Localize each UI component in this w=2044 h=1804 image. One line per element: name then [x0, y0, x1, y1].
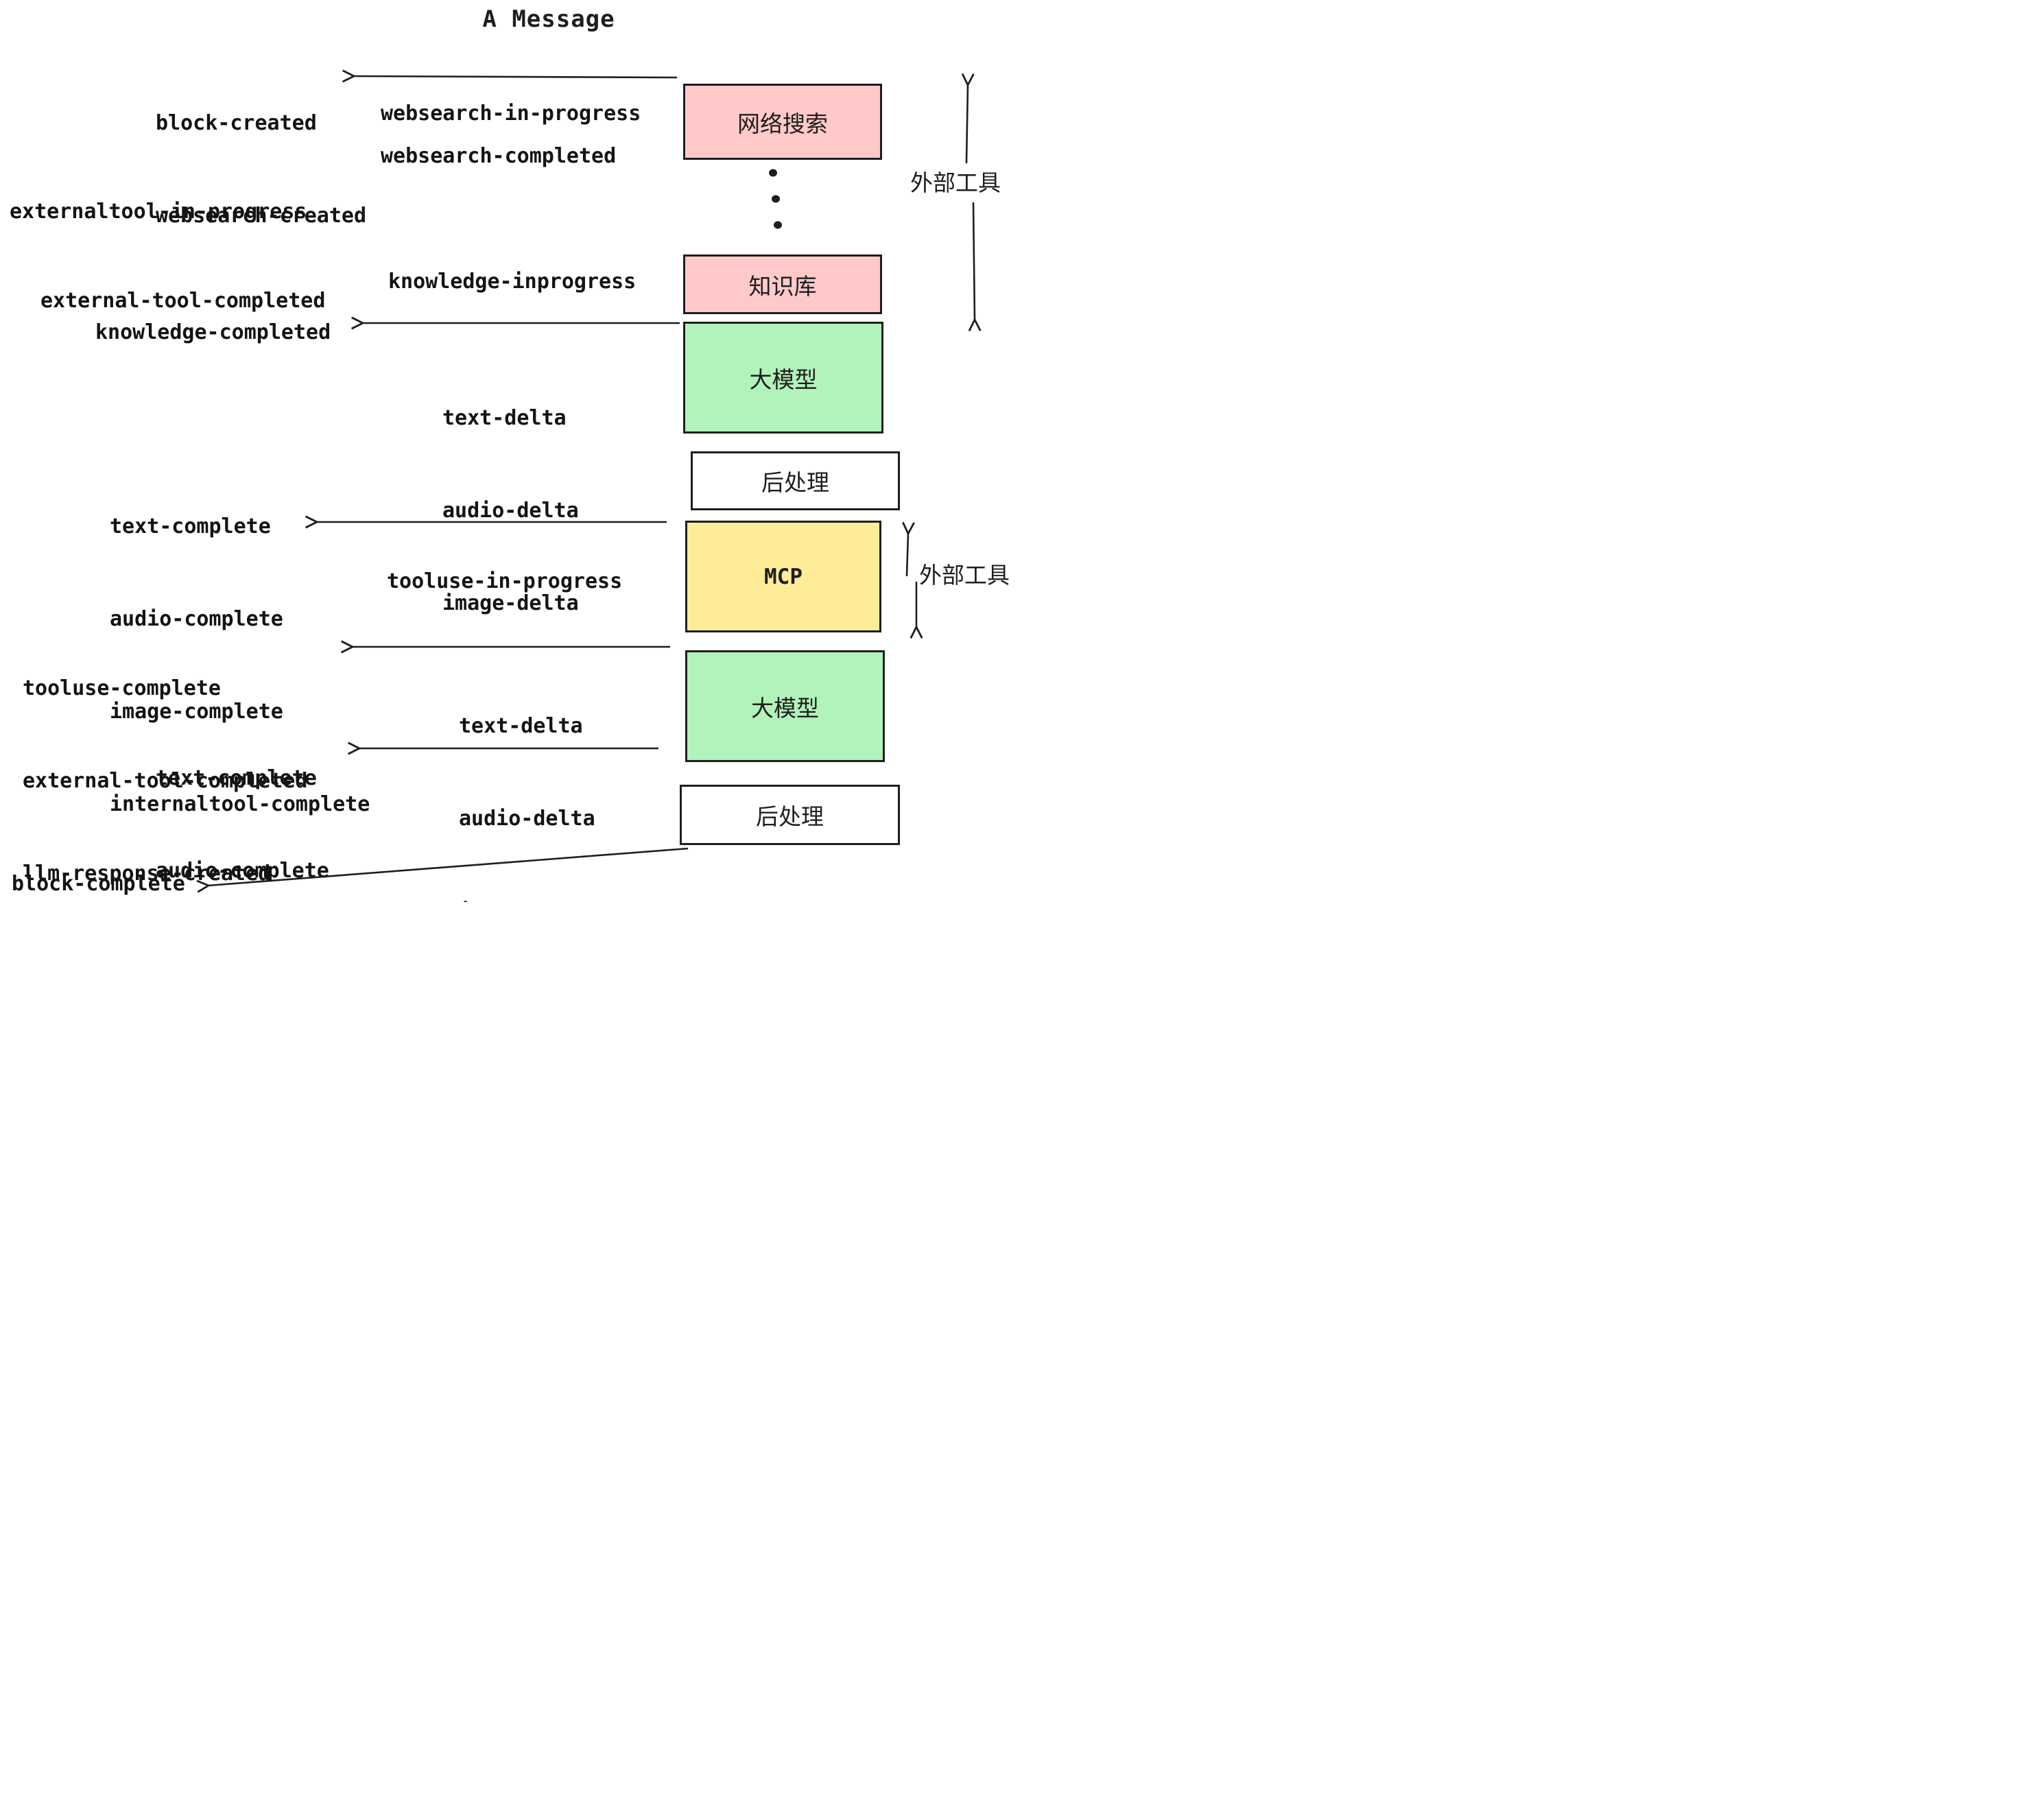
event-label-websearch-in-progress: websearch-in-progress	[381, 102, 641, 126]
event-label-text-delta: text-delta	[459, 714, 583, 738]
node-knowledge-base: 知识库	[683, 254, 882, 314]
node-llm-1-label: 大模型	[749, 366, 818, 393]
event-group-completes-1: text-complete audio-complete image-compl…	[110, 449, 370, 881]
ellipsis-dots	[769, 169, 782, 229]
event-label-knowledge-inprogress: knowledge-inprogress	[388, 270, 637, 294]
external-tools-up-arrow	[961, 73, 975, 164]
event-label-tooluse-in-progress: tooluse-in-progress	[387, 569, 623, 593]
node-llm-2-label: 大模型	[751, 694, 819, 722]
event-label-websearch-created: websearch-created	[156, 204, 367, 228]
event-label-audio-delta: audio-delta	[442, 499, 579, 523]
event-label-text-delta: text-delta	[442, 406, 567, 430]
event-label-audio-complete: audio-complete	[156, 859, 329, 883]
node-postprocess-1: 后处理	[691, 451, 900, 510]
ellipsis-dot	[772, 195, 780, 203]
external-tools-label-mcp: 外部工具	[919, 562, 1010, 589]
event-label-audio-delta: audio-delta	[459, 807, 595, 831]
node-postprocess-2-label: 后处理	[756, 803, 824, 830]
event-label-block-created: block-created	[156, 111, 317, 135]
event-label-external-tool-completed: external-tool-completed	[23, 769, 308, 793]
event-label-externaltool-in-progress: externaltool-in-progress	[10, 200, 307, 224]
event-label-tooluse-complete: tooluse-complete	[23, 676, 221, 700]
mcp-external-up-arrow	[902, 521, 915, 577]
event-label-audio-complete: audio-complete	[110, 607, 283, 631]
ellipsis-dot	[769, 169, 777, 177]
diagram-title: A Message	[482, 5, 615, 33]
event-label-image-complete: image-complete	[110, 700, 283, 724]
node-mcp: MCP	[685, 521, 881, 632]
event-label-image-delta: image-delta	[459, 896, 595, 902]
node-websearch-label: 网络搜索	[737, 110, 828, 137]
event-label-internaltool-complete: internaltool-complete	[110, 792, 370, 816]
node-postprocess-1-label: 后处理	[761, 469, 829, 496]
event-group-block-created: block-created websearch-created	[156, 46, 366, 293]
event-label-image-delta: image-delta	[442, 591, 579, 615]
event-label-text-complete: text-complete	[156, 766, 317, 790]
event-label-websearch-completed: websearch-completed	[381, 144, 617, 168]
external-tools-label-top: 外部工具	[910, 169, 1001, 196]
event-group-deltas-1: text-delta audio-delta image-delta	[442, 341, 579, 680]
event-label-text-complete: text-complete	[110, 514, 271, 538]
node-websearch: 网络搜索	[683, 84, 882, 160]
event-label-knowledge-completed: knowledge-completed	[95, 320, 331, 344]
node-knowledge-base-label: 知识库	[748, 272, 817, 300]
arrow-to-websearch-created	[342, 69, 678, 83]
event-group-completes-2: text-complete audio-complete image-compl…	[156, 701, 416, 902]
event-label-external-tool-completed: external-tool-completed	[40, 289, 326, 313]
event-label-block-complete: block-complete	[12, 872, 185, 896]
external-tools-down-arrow	[968, 202, 982, 332]
node-postprocess-2: 后处理	[680, 785, 900, 845]
diagram-canvas: A Message block-created websearch-create…	[0, 0, 1022, 902]
node-llm-1: 大模型	[683, 322, 883, 434]
node-mcp-label: MCP	[764, 564, 803, 589]
event-group-deltas-2: text-delta audio-delta image-delta	[459, 649, 595, 902]
ellipsis-dot	[774, 221, 782, 229]
node-llm-2: 大模型	[685, 650, 885, 762]
